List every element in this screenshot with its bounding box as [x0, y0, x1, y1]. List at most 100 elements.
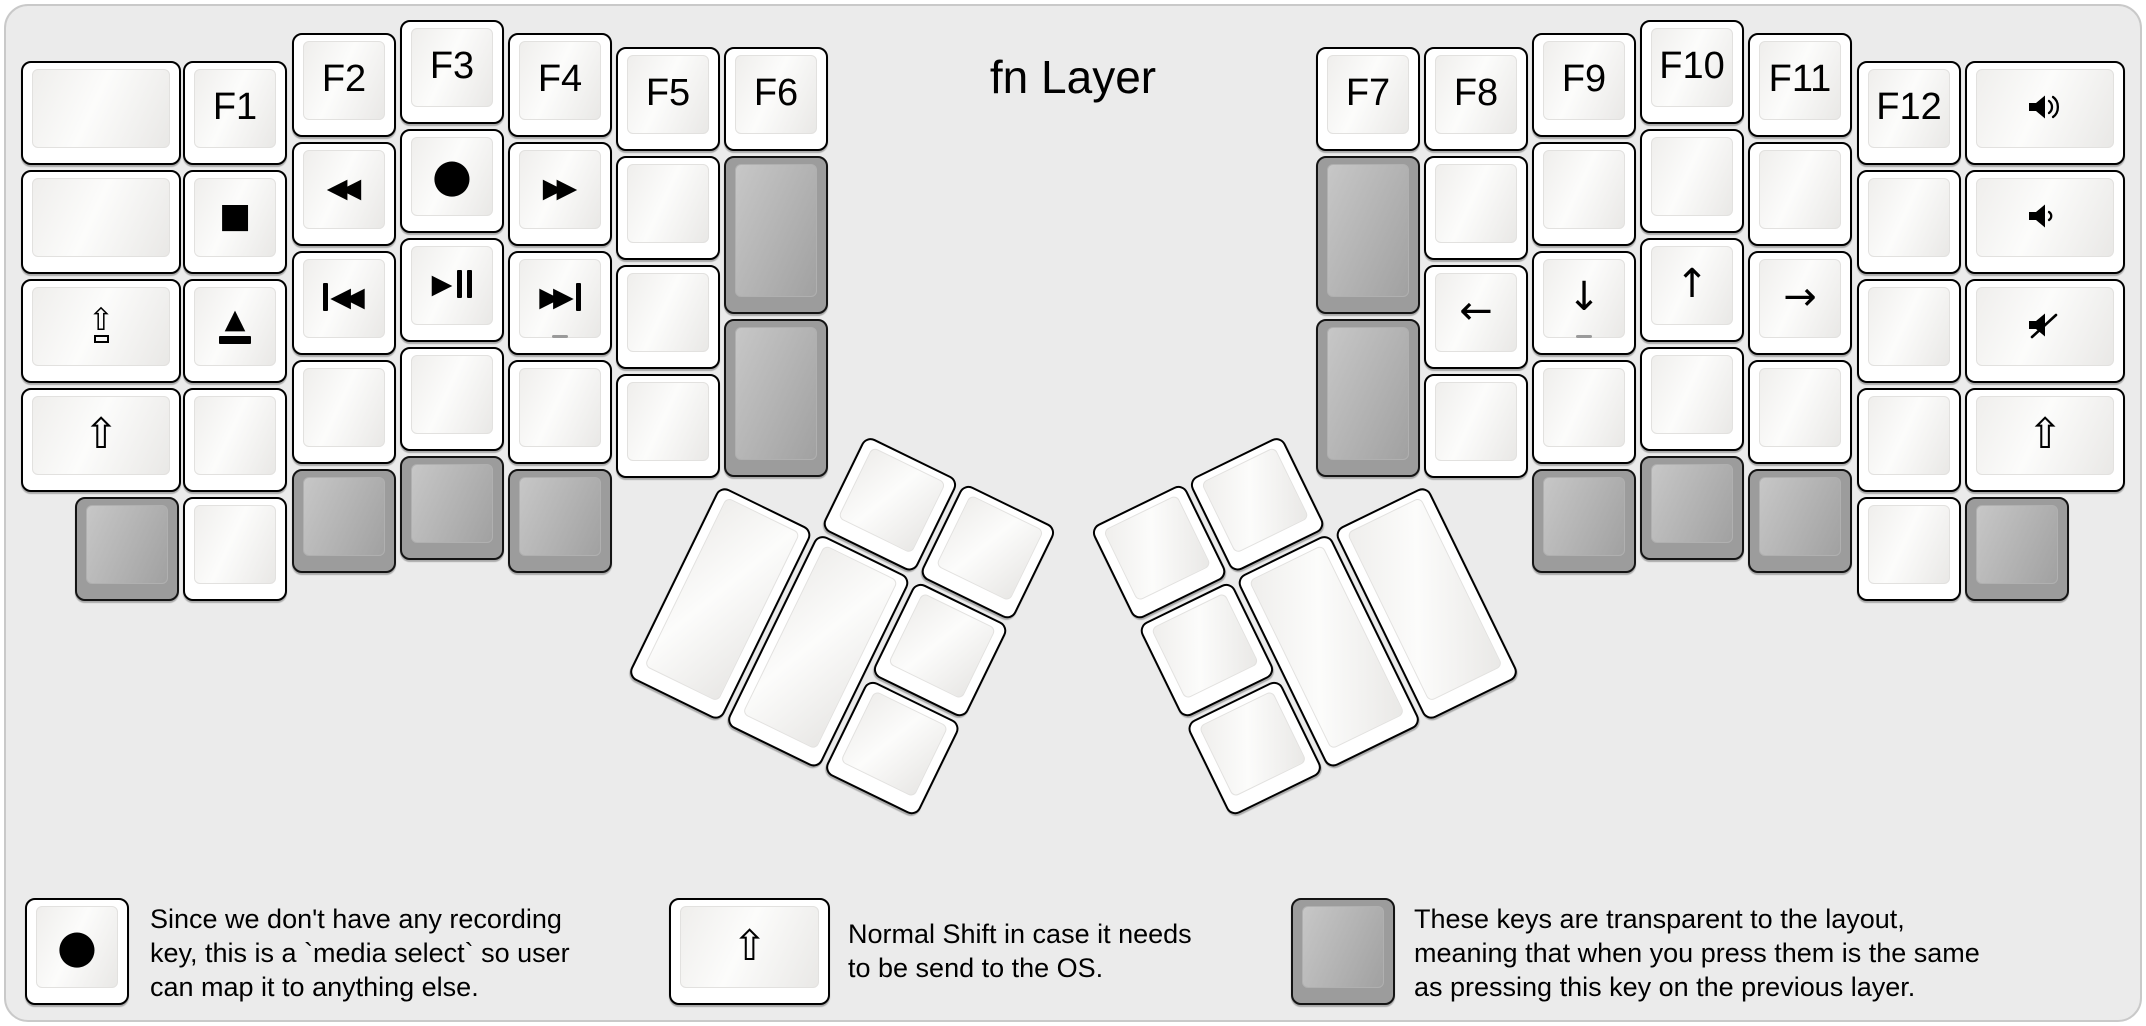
- key-transparent: [1965, 497, 2069, 601]
- keycap: [1651, 28, 1733, 107]
- homing-bar: [1576, 335, 1592, 338]
- key-rewind: ◀◀: [292, 142, 396, 246]
- eject-bar: [219, 336, 251, 344]
- keycap: [1200, 446, 1310, 554]
- keycap: [411, 464, 493, 543]
- rewind-icon: ◀◀: [326, 172, 362, 204]
- keycap: [735, 164, 817, 297]
- keycap: [1759, 259, 1841, 338]
- keycap: [32, 396, 170, 475]
- fast-forward-icon: ▶▶: [542, 172, 578, 204]
- key-record: ●: [400, 129, 504, 233]
- eject-icon: ▲: [185, 281, 285, 369]
- key-blank: [1857, 388, 1961, 492]
- legend-line: Since we don't have any recording: [150, 904, 562, 934]
- play-pause-icon: ▶: [402, 240, 502, 328]
- key-blank: [1857, 170, 1961, 274]
- key-blank: [1857, 497, 1961, 601]
- keycap: [519, 150, 601, 229]
- legend-shift-key: ⇧: [669, 898, 830, 1005]
- keycap: [1435, 55, 1517, 134]
- key-blank: [1748, 142, 1852, 246]
- key-blank: [1640, 347, 1744, 451]
- legend-line: can map it to anything else.: [150, 972, 479, 1002]
- keycap: [627, 273, 709, 352]
- key-transparent: [1316, 319, 1420, 477]
- keycap: [303, 41, 385, 120]
- keycap: [303, 150, 385, 229]
- keycap: [411, 28, 493, 107]
- legend-line: key, this is a `media select` so user: [150, 938, 570, 968]
- keycap: [1976, 505, 2058, 584]
- key-blank: [1857, 279, 1961, 383]
- key-blank: [508, 360, 612, 464]
- key-arrow-up: ↑: [1640, 238, 1744, 342]
- keycap: [1868, 505, 1950, 584]
- keycap: [837, 446, 947, 554]
- key-label: F2: [321, 58, 367, 100]
- keycap: [1435, 164, 1517, 243]
- shift-key-icon: ⇧: [731, 920, 768, 970]
- shift-lock-icon: ⇧: [23, 281, 179, 369]
- keycap: [1868, 178, 1950, 257]
- next-track-icon: ▶▶: [510, 253, 610, 341]
- keycap: [627, 164, 709, 243]
- key-play-pause: ▶: [400, 238, 504, 342]
- arrow-up-icon: ↑: [1675, 261, 1709, 307]
- key-f4: F4: [508, 33, 612, 137]
- legend-line: as pressing this key on the previous lay…: [1414, 972, 1916, 1002]
- key-blank: [183, 497, 287, 601]
- keycap: [1759, 477, 1841, 556]
- keycap: [840, 690, 949, 798]
- keycap: [1327, 327, 1409, 460]
- record-icon: ●: [431, 148, 473, 202]
- key-label: F9: [1561, 58, 1607, 100]
- keycap: [519, 368, 601, 447]
- keycap: [194, 396, 276, 475]
- keycap: [1543, 41, 1625, 120]
- key-f11: F11: [1748, 33, 1852, 137]
- keycap: [194, 287, 276, 366]
- keycap: [1543, 368, 1625, 447]
- keycap: [680, 906, 819, 988]
- key-shift-right: ⇧: [1965, 388, 2125, 492]
- keycap: [1327, 164, 1409, 297]
- key-volume-up: [1965, 61, 2125, 165]
- key-blank: [21, 170, 181, 274]
- key-f6: F6: [724, 47, 828, 151]
- key-f9: F9: [1532, 33, 1636, 137]
- key-f12: F12: [1857, 61, 1961, 165]
- homing-bar: [552, 335, 568, 338]
- keycap: [519, 41, 601, 120]
- key-label: F3: [429, 45, 475, 87]
- keycap: [32, 178, 170, 257]
- key-arrow-left: ←: [1424, 265, 1528, 369]
- key-f8: F8: [1424, 47, 1528, 151]
- stop-icon: ■: [218, 196, 252, 236]
- key-stop: ■: [183, 170, 287, 274]
- mute-icon: [1967, 281, 2123, 369]
- keycap: [519, 259, 601, 338]
- key-label: F4: [537, 58, 583, 100]
- arrow-left-icon: ←: [1459, 288, 1493, 334]
- legend-record-key: ●: [25, 898, 129, 1005]
- legend-text-shift: Normal Shift in case it needs to be send…: [848, 917, 1192, 985]
- keycap: [303, 368, 385, 447]
- keycap: [1868, 396, 1950, 475]
- layer-title: fn Layer: [989, 51, 1157, 103]
- keycap: [1435, 382, 1517, 461]
- key-transparent: [292, 469, 396, 573]
- key-fast-forward: ▶▶: [508, 142, 612, 246]
- keycap: [1327, 55, 1409, 134]
- keycap: [411, 137, 493, 216]
- key-transparent: [508, 469, 612, 573]
- key-label: F10: [1659, 45, 1725, 87]
- keycap: [1976, 396, 2114, 475]
- key-f7: F7: [1316, 47, 1420, 151]
- key-transparent: [724, 156, 828, 314]
- keycap: [1651, 246, 1733, 325]
- key-blank: [1748, 360, 1852, 464]
- key-transparent: [75, 497, 179, 601]
- keycap: [1435, 273, 1517, 352]
